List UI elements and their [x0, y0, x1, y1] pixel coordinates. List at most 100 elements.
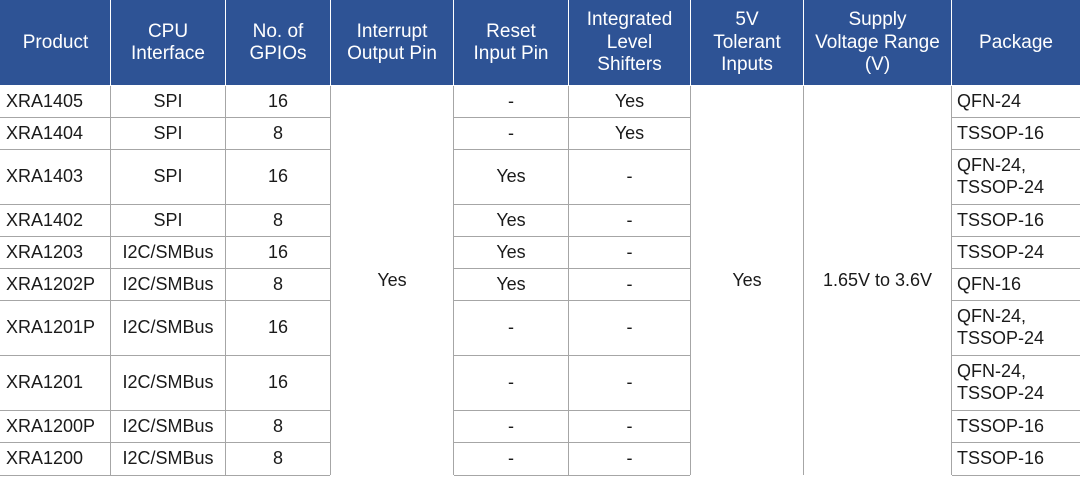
table-row: XRA1404 SPI 8 - Yes TSSOP-16	[0, 117, 1080, 150]
cell-cpu-interface: I2C/SMBus	[110, 268, 226, 301]
cell-package-line2: TSSOP-24	[957, 328, 1045, 348]
cell-package-line2: TSSOP-24	[957, 177, 1045, 197]
cell-no-of-gpios: 8	[225, 204, 331, 237]
cell-cpu-interface: I2C/SMBus	[110, 442, 226, 476]
column-header-supply-voltage-range-line2: Voltage Range	[815, 31, 940, 53]
cell-reset-input-pin: -	[453, 300, 569, 356]
cell-no-of-gpios: 8	[225, 117, 331, 150]
column-header-cpu-interface-line2: Interface	[131, 43, 205, 64]
table-row: XRA1200 I2C/SMBus 8 - - TSSOP-16	[0, 442, 1080, 476]
product-comparison-table: Product CPU Interface No. of GPIOs Inter…	[0, 0, 1080, 476]
cell-package: QFN-16	[951, 268, 1080, 301]
cell-integrated-level-shifters: -	[568, 149, 691, 205]
column-header-product-label: Product	[22, 31, 89, 53]
cell-cpu-interface: SPI	[110, 117, 226, 150]
table-row: XRA1203 I2C/SMBus 16 Yes - TSSOP-24	[0, 236, 1080, 269]
table-row: XRA1202P I2C/SMBus 8 Yes - QFN-16	[0, 268, 1080, 301]
cell-cpu-interface: I2C/SMBus	[110, 410, 226, 443]
cell-interrupt-output-pin-merged: Yes	[330, 85, 454, 476]
cell-reset-input-pin: Yes	[453, 204, 569, 237]
cell-package: QFN-24, TSSOP-24	[951, 300, 1080, 356]
column-header-no-of-gpios-line1: No. of	[252, 20, 304, 42]
cell-cpu-interface: SPI	[110, 204, 226, 237]
cell-reset-input-pin: Yes	[453, 268, 569, 301]
cell-no-of-gpios: 8	[225, 410, 331, 443]
column-header-no-of-gpios-line2: GPIOs	[249, 43, 307, 64]
table-header: Product CPU Interface No. of GPIOs Inter…	[0, 0, 1080, 86]
cell-cpu-interface: I2C/SMBus	[110, 300, 226, 356]
cell-integrated-level-shifters: -	[568, 204, 691, 237]
cell-no-of-gpios: 16	[225, 355, 331, 411]
cell-integrated-level-shifters: -	[568, 355, 691, 411]
cell-5v-tolerant-inputs-merged: Yes	[690, 85, 804, 476]
column-header-integrated-level-shifters-line3: Shifters	[597, 54, 662, 76]
cell-package: TSSOP-16	[951, 117, 1080, 150]
cell-reset-input-pin: -	[453, 410, 569, 443]
cell-no-of-gpios: 16	[225, 149, 331, 205]
column-header-integrated-level-shifters-line2: Level	[606, 31, 653, 53]
cell-product: XRA1404	[0, 117, 111, 150]
column-header-supply-voltage-range-line3: (V)	[864, 54, 891, 76]
cell-package: TSSOP-16	[951, 442, 1080, 476]
cell-integrated-level-shifters: -	[568, 236, 691, 269]
cell-integrated-level-shifters: -	[568, 410, 691, 443]
cell-reset-input-pin: Yes	[453, 149, 569, 205]
cell-package: TSSOP-16	[951, 204, 1080, 237]
cell-package: QFN-24, TSSOP-24	[951, 149, 1080, 205]
column-header-cpu-interface: CPU Interface	[110, 0, 226, 86]
cell-product: XRA1405	[0, 85, 111, 118]
cell-product: XRA1203	[0, 236, 111, 269]
cell-product: XRA1201	[0, 355, 111, 411]
cell-product: XRA1202P	[0, 268, 111, 301]
cell-package-line2: TSSOP-24	[957, 383, 1045, 403]
cell-package: QFN-24, TSSOP-24	[951, 355, 1080, 411]
cell-product: XRA1402	[0, 204, 111, 237]
column-header-integrated-level-shifters: Integrated Level Shifters	[568, 0, 691, 86]
cell-integrated-level-shifters: -	[568, 442, 691, 476]
column-header-reset-input-pin-line1: Reset	[486, 20, 536, 42]
column-header-integrated-level-shifters-line1: Integrated	[586, 9, 673, 31]
cell-no-of-gpios: 8	[225, 442, 331, 476]
cell-no-of-gpios: 16	[225, 85, 331, 118]
table-row: XRA1403 SPI 16 Yes - QFN-24, TSSOP-24	[0, 149, 1080, 205]
column-header-interrupt-output-pin-line2: Output Pin	[347, 43, 437, 64]
table-body: XRA1405 SPI 16 Yes - Yes Yes 1.65V to 3.…	[0, 85, 1080, 476]
column-header-cpu-interface-line1: CPU	[147, 20, 189, 42]
table-row: XRA1405 SPI 16 Yes - Yes Yes 1.65V to 3.…	[0, 85, 1080, 476]
column-header-5v-tolerant-inputs: 5V Tolerant Inputs	[690, 0, 804, 86]
cell-cpu-interface: SPI	[110, 85, 226, 118]
column-header-reset-input-pin-line2: Input Pin	[473, 43, 549, 64]
cell-reset-input-pin: -	[453, 355, 569, 411]
cell-product: XRA1201P	[0, 300, 111, 356]
column-header-supply-voltage-range: Supply Voltage Range (V)	[803, 0, 952, 86]
cell-cpu-interface: I2C/SMBus	[110, 355, 226, 411]
column-header-package: Package	[951, 0, 1080, 86]
column-header-reset-input-pin: Reset Input Pin	[453, 0, 569, 86]
cell-cpu-interface: SPI	[110, 149, 226, 205]
cell-no-of-gpios: 8	[225, 268, 331, 301]
column-header-5v-tolerant-inputs-line1: 5V	[735, 9, 759, 31]
cell-package-line1: QFN-24,	[957, 361, 1027, 382]
cell-integrated-level-shifters: Yes	[568, 85, 691, 118]
column-header-supply-voltage-range-line1: Supply	[848, 9, 907, 31]
cell-package-line1: QFN-24,	[957, 306, 1027, 327]
cell-reset-input-pin: -	[453, 85, 569, 118]
table-row: XRA1200P I2C/SMBus 8 - - TSSOP-16	[0, 410, 1080, 443]
cell-integrated-level-shifters: Yes	[568, 117, 691, 150]
cell-reset-input-pin: -	[453, 117, 569, 150]
column-header-interrupt-output-pin-line1: Interrupt	[356, 20, 428, 42]
cell-integrated-level-shifters: -	[568, 300, 691, 356]
column-header-interrupt-output-pin: Interrupt Output Pin	[330, 0, 454, 86]
cell-product: XRA1200	[0, 442, 111, 476]
cell-package: QFN-24	[951, 85, 1080, 118]
column-header-product: Product	[0, 0, 111, 86]
cell-package-line1: QFN-24,	[957, 155, 1027, 176]
column-header-5v-tolerant-inputs-line2: Tolerant	[713, 31, 781, 53]
table-row: XRA1201P I2C/SMBus 16 - - QFN-24, TSSOP-…	[0, 300, 1080, 356]
cell-product: XRA1403	[0, 149, 111, 205]
cell-reset-input-pin: -	[453, 442, 569, 476]
column-header-package-label: Package	[979, 31, 1053, 53]
cell-package: TSSOP-16	[951, 410, 1080, 443]
table-row: XRA1402 SPI 8 Yes - TSSOP-16	[0, 204, 1080, 237]
cell-no-of-gpios: 16	[225, 236, 331, 269]
